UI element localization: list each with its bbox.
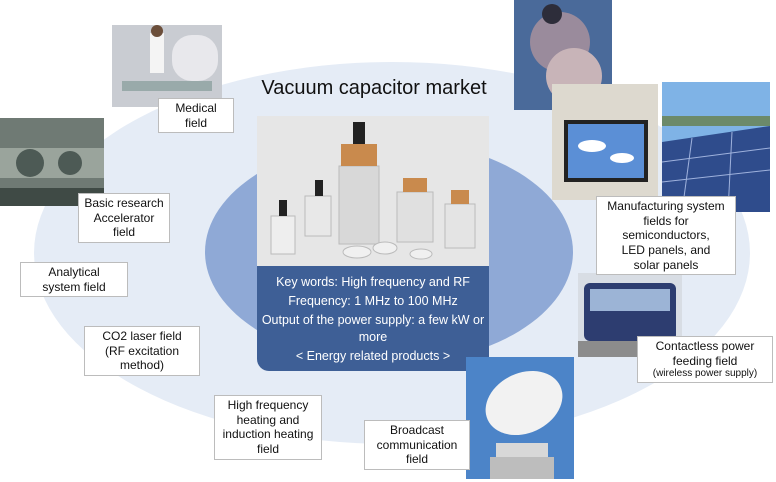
vehicle-photo (578, 273, 682, 357)
label-contactless-field: Contactless power feeding field (wireles… (637, 336, 773, 384)
label-line: method) (119, 358, 165, 373)
label-line: heating and (236, 412, 300, 427)
label-analytical-field: Analytical system field (20, 262, 128, 298)
energy-products-text: < Energy related products > (295, 348, 451, 363)
solar-panels-photo (662, 82, 770, 212)
power-output-text: Output of the power supply: a few kW or … (261, 312, 485, 344)
label-line: field (405, 452, 428, 467)
label-line: solar panels (633, 257, 699, 272)
keywords-box: Key words: High frequency and RF Frequen… (257, 266, 489, 371)
medical-photo (112, 25, 222, 107)
label-line: induction heating (222, 427, 314, 442)
label-high-frequency-field: High frequency heating and induction hea… (214, 395, 322, 460)
label-line: semiconductors, (622, 228, 710, 243)
label-line: (RF excitation (104, 343, 180, 358)
label-line: feeding field (672, 353, 738, 368)
label-line: Manufacturing system (607, 199, 725, 213)
label-line: CO2 laser field (102, 329, 182, 343)
label-basic-research-field: Basic research Accelerator field (78, 193, 170, 243)
antenna-photo (466, 357, 574, 479)
label-line: Medical (175, 101, 217, 115)
led-panel-photo (552, 84, 658, 200)
label-line: field (184, 115, 207, 130)
label-line: field (112, 225, 135, 240)
label-co2-laser-field: CO2 laser field (RF excitation method) (84, 326, 200, 376)
label-line: communication (376, 437, 458, 452)
label-line: field (256, 441, 279, 456)
frequency-text: Frequency: 1 MHz to 100 MHz (288, 293, 458, 308)
label-line: LED panels, and (621, 242, 711, 257)
label-line: High frequency (227, 398, 309, 412)
keywords-text: Key words: High frequency and RF (276, 275, 470, 289)
label-line-small: (wireless power supply) (652, 368, 758, 380)
label-line: Accelerator (93, 210, 155, 225)
label-broadcast-field: Broadcast communication field (364, 420, 470, 470)
label-manufacturing-field: Manufacturing system fields for semicond… (596, 196, 736, 276)
label-line: Basic research (84, 196, 164, 210)
vacuum-capacitors-photo (257, 116, 489, 266)
label-line: Broadcast (389, 423, 445, 437)
label-line: Analytical (48, 265, 100, 279)
label-medical-field: Medical field (158, 98, 234, 134)
label-line: Contactless power (655, 339, 755, 353)
label-line: system field (42, 279, 106, 294)
diagram-title: Vacuum capacitor market (261, 77, 487, 99)
label-line: fields for (643, 213, 689, 228)
